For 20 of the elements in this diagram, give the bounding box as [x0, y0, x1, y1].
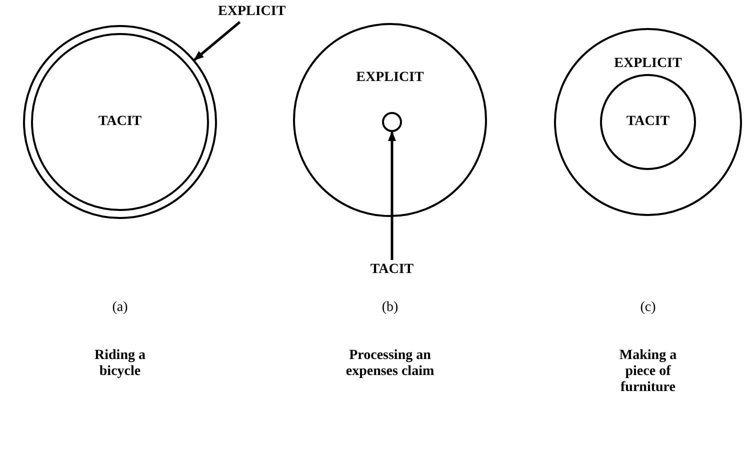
circle — [293, 23, 487, 217]
circle-label: TACIT — [98, 114, 142, 130]
panel-letter: (c) — [639, 300, 657, 316]
caption: Making a piece of furniture — [618, 348, 678, 396]
panel-letter: (a) — [111, 300, 129, 316]
circle — [31, 33, 209, 211]
circle-label: TACIT — [626, 114, 670, 130]
caption: Processing an expenses claim — [344, 348, 436, 380]
circle-label: EXPLICIT — [356, 70, 424, 86]
circle — [554, 28, 742, 216]
panel-letter: (b) — [380, 300, 400, 316]
region-label: EXPLICIT — [218, 4, 286, 20]
circle — [23, 25, 217, 219]
leader-arrow — [194, 21, 241, 61]
circle — [382, 112, 402, 132]
circle-label: EXPLICIT — [614, 56, 682, 72]
caption: Riding a bicycle — [94, 348, 146, 380]
circle — [600, 74, 696, 170]
region-label: TACIT — [370, 262, 414, 278]
leader-arrow — [388, 131, 396, 260]
